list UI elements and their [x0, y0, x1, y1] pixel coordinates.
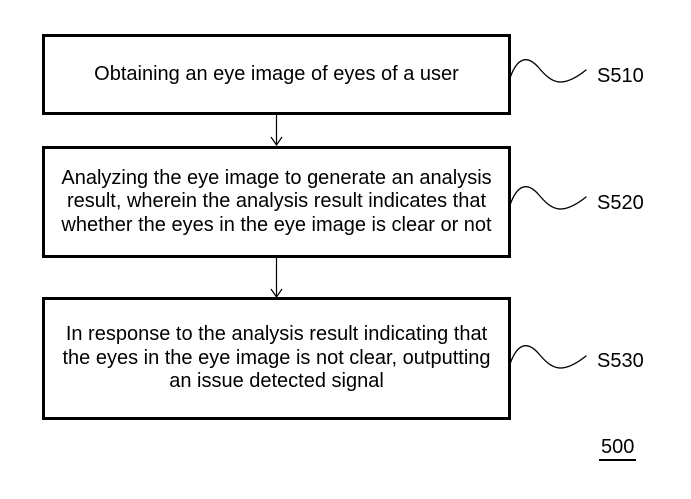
- step-text-s530: In response to the analysis result indic…: [62, 323, 491, 393]
- step-box-s510: Obtaining an eye image of eyes of a user: [42, 34, 511, 115]
- step-box-s530: In response to the analysis result indic…: [42, 297, 511, 420]
- squiggle-connector-icon: [509, 59, 587, 83]
- step-label-s530: S530: [597, 350, 644, 372]
- figure-number: 500: [599, 436, 637, 461]
- down-arrow-icon: [270, 257, 283, 298]
- step-text-s510: Obtaining an eye image of eyes of a user: [94, 62, 459, 85]
- step-text-s520: Analyzing the eye image to generate an a…: [61, 166, 492, 236]
- squiggle-connector-icon: [509, 186, 587, 210]
- step-box-s520: Analyzing the eye image to generate an a…: [42, 146, 511, 258]
- squiggle-connector-icon: [509, 345, 587, 369]
- step-label-s510: S510: [597, 65, 644, 87]
- down-arrow-icon: [270, 115, 283, 146]
- step-label-s520: S520: [597, 192, 644, 214]
